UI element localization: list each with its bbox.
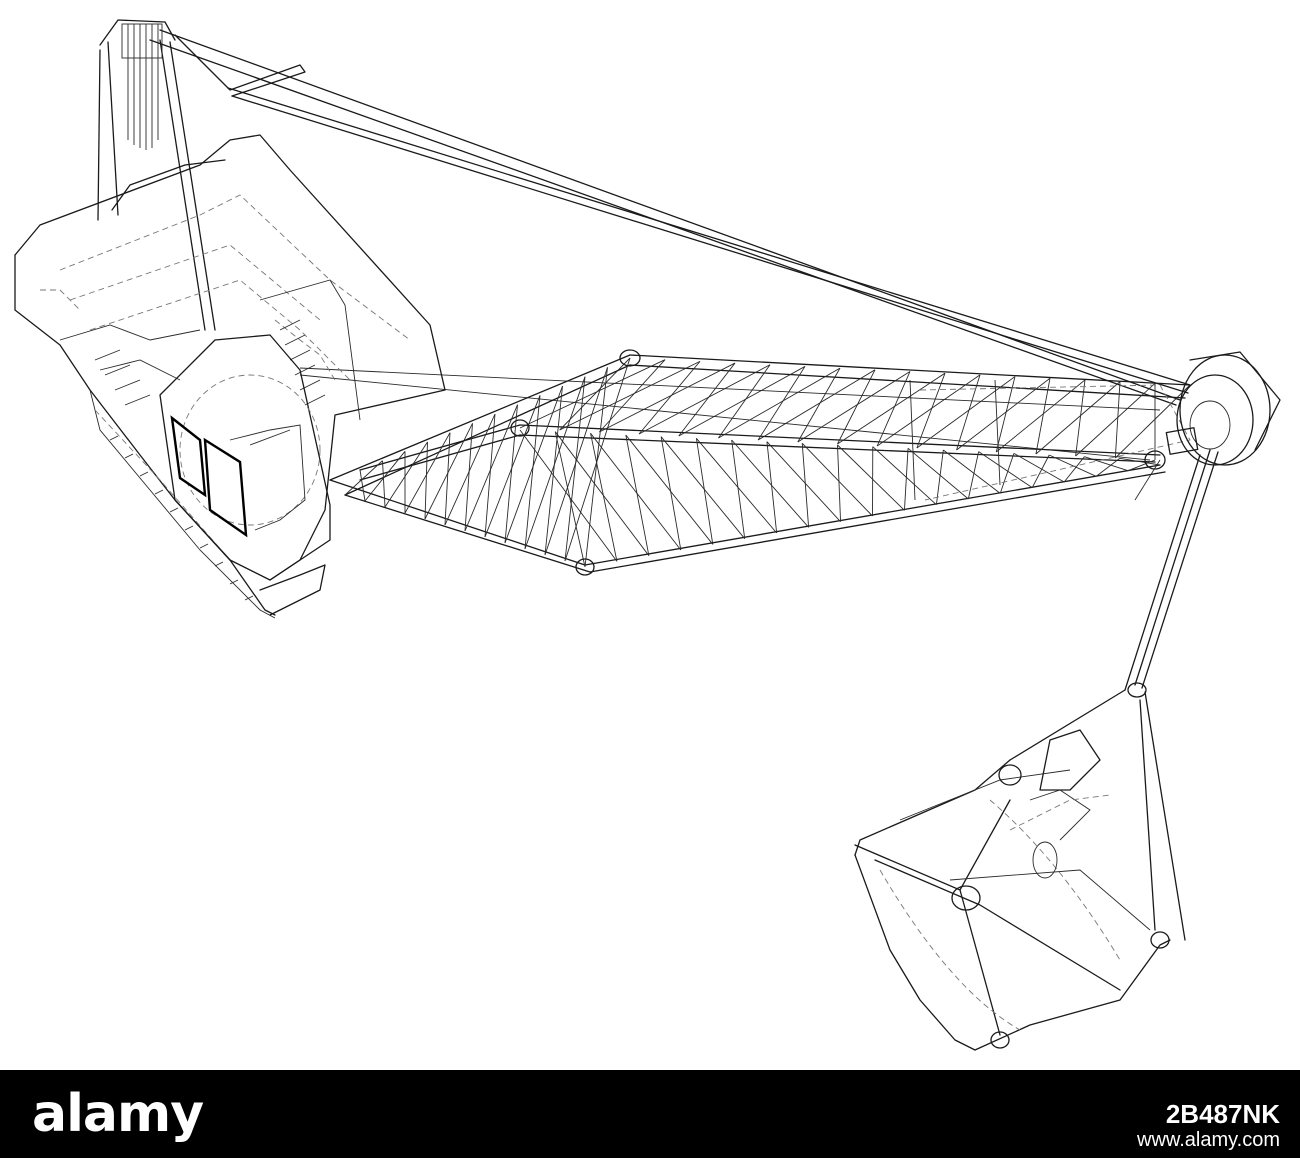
operator-cab: [159, 334, 331, 581]
boom-bracing: [344, 357, 1191, 568]
machine-house: [14, 134, 446, 619]
dragline-bucket: [854, 682, 1186, 1051]
source-url: www.alamy.com: [1137, 1129, 1280, 1151]
lattice-boom: [329, 349, 1191, 576]
stairs: [94, 319, 326, 406]
hoist-ropes: [1124, 449, 1219, 691]
dragline-wireframe-illustration: [14, 19, 1281, 1051]
a-frame-mast: [97, 19, 306, 331]
suspension-cables: [149, 29, 1191, 461]
stock-photo-footer: alamy 2B487NK www.alamy.com: [0, 1070, 1300, 1158]
image-id: 2B487NK: [1165, 1099, 1280, 1129]
alamy-logo: alamy: [32, 1084, 204, 1144]
tread-marks: [109, 435, 254, 601]
boom-sheave: [1165, 351, 1281, 466]
